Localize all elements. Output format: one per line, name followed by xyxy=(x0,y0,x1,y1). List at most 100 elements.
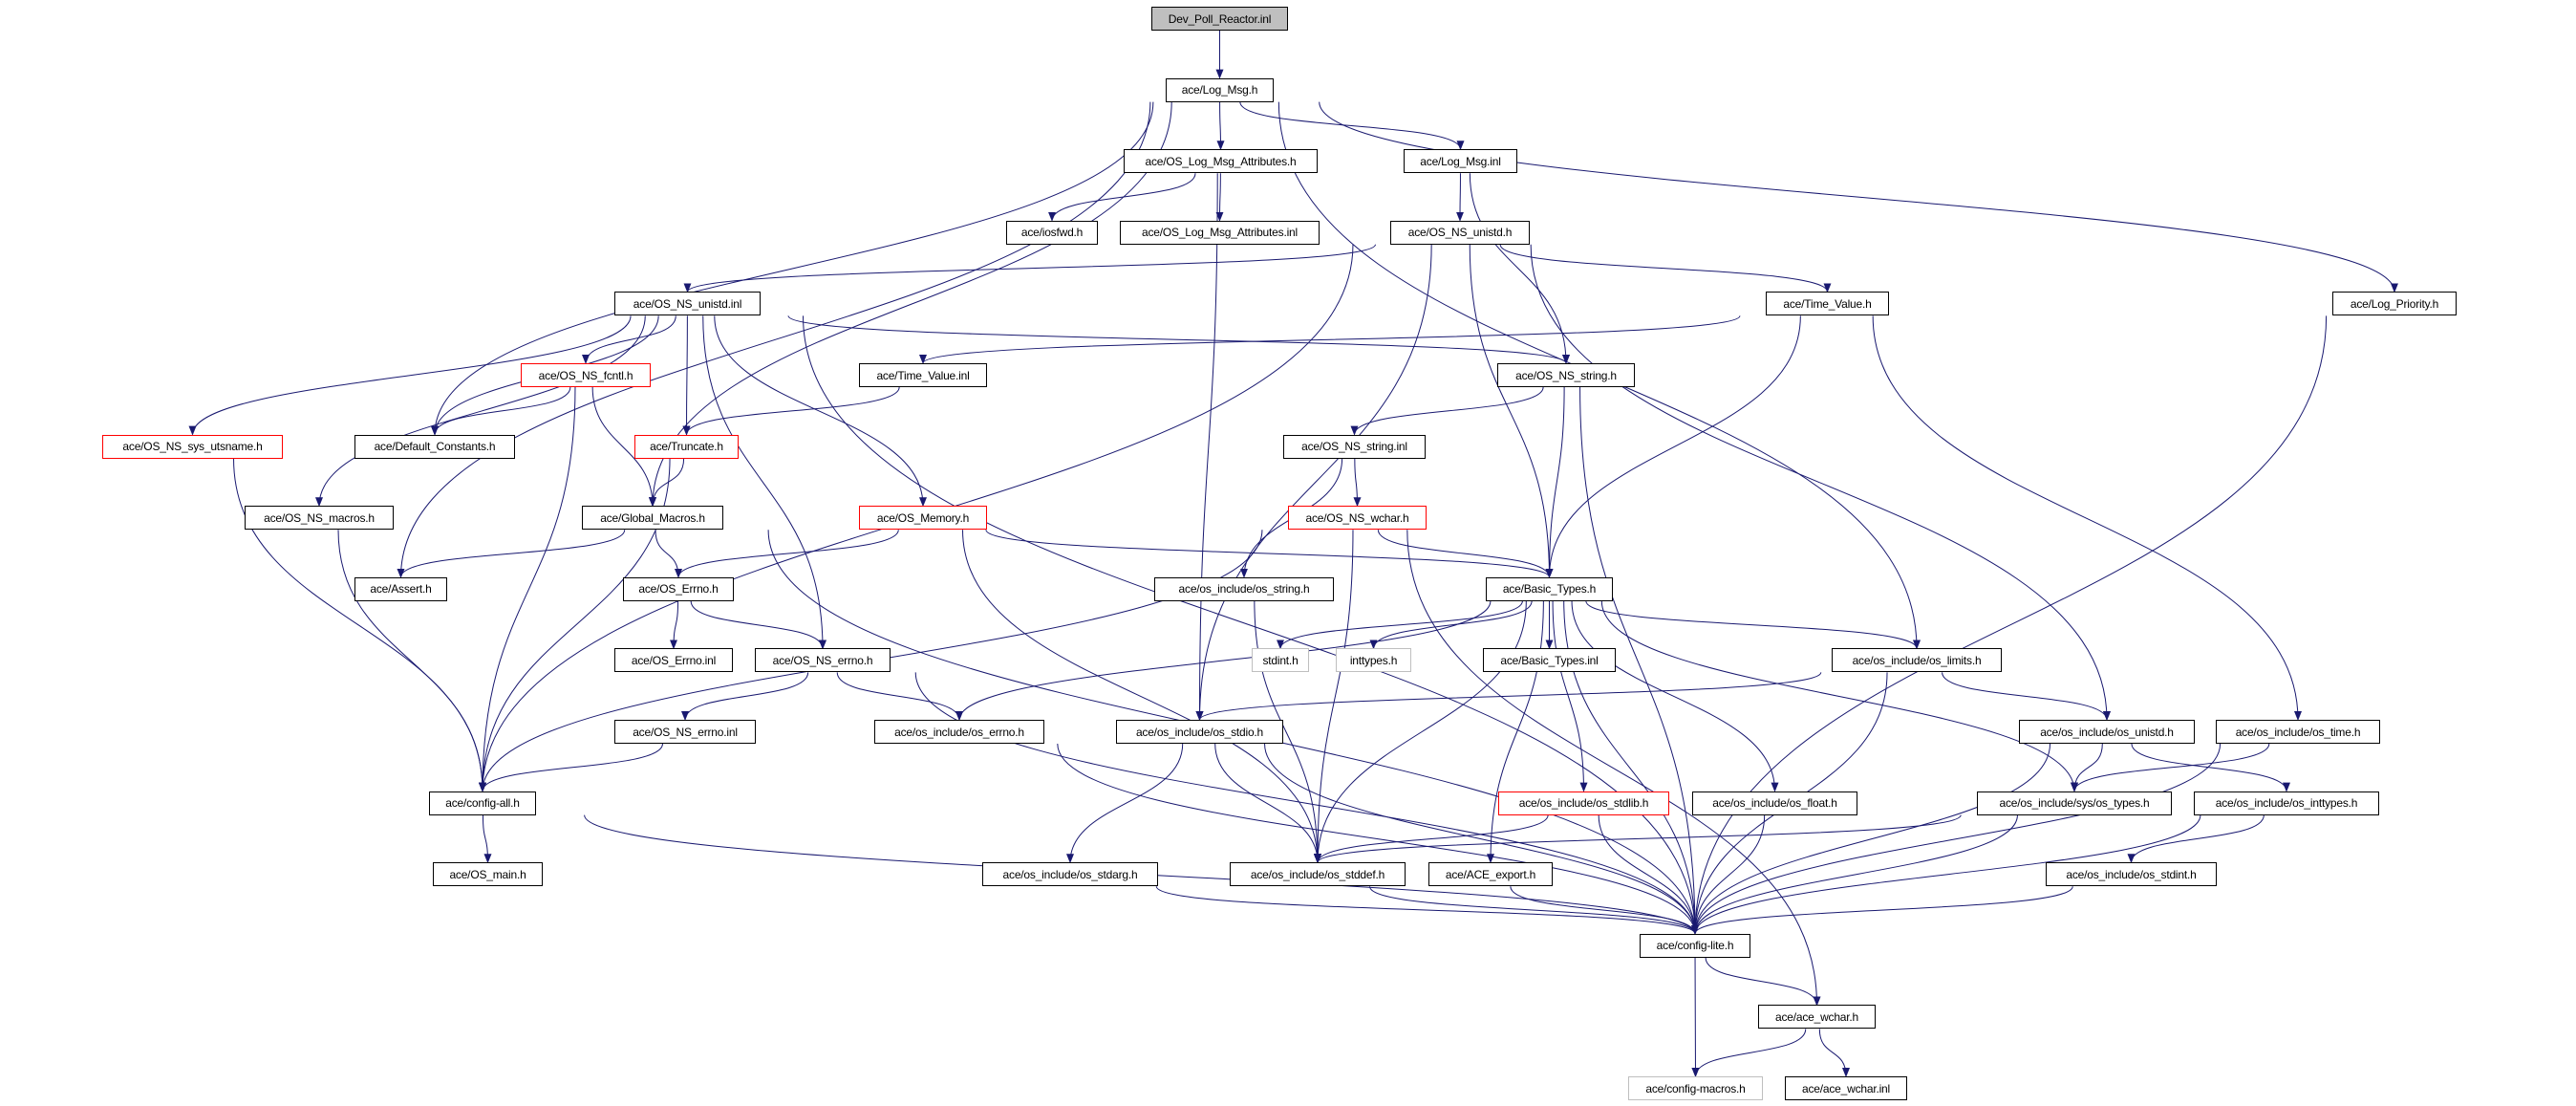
edge-ace-os-include-os-unistd-h-to-ace-os-include-os-inttypes-h xyxy=(2131,743,2290,792)
edge-ace-time-value-h-to-ace-time-value-inl xyxy=(919,314,1741,364)
edge-ace-os-ns-errno-inl-to-ace-config-all-h xyxy=(479,743,663,792)
edge-ace-log-msg-h-to-ace-log-priority-h xyxy=(1319,101,2398,293)
node-dev-poll-reactor-inl[interactable]: Dev_Poll_Reactor.inl xyxy=(1151,7,1288,31)
edge-ace-os-ns-string-inl-to-ace-os-ns-wchar-h xyxy=(1353,458,1362,508)
edge-ace-os-include-os-stdio-h-to-ace-os-include-os-stdarg-h xyxy=(1066,743,1184,864)
edge-ace-os-include-os-time-h-to-ace-os-include-sys-os-types-h xyxy=(2071,743,2270,792)
node-ace-log-priority-h[interactable]: ace/Log_Priority.h xyxy=(2332,292,2457,316)
node-ace-os-ns-wchar-h[interactable]: ace/OS_NS_wchar.h xyxy=(1288,506,1427,531)
node-stdint-h[interactable]: stdint.h xyxy=(1252,648,1309,673)
node-ace-os-ns-sys-utsname-h[interactable]: ace/OS_NS_sys_utsname.h xyxy=(102,434,283,459)
edge-ace-os-ns-wchar-h-to-ace-os-include-os-stddef-h xyxy=(1314,530,1354,864)
edge-ace-basic-types-h-to-ace-os-include-os-stddef-h xyxy=(1314,600,1527,864)
node-ace-os-memory-h[interactable]: ace/OS_Memory.h xyxy=(859,506,987,531)
edge-ace-log-msg-h-to-ace-assert-h xyxy=(397,101,1151,578)
node-ace-basic-types-inl[interactable]: ace/Basic_Types.inl xyxy=(1483,648,1616,673)
edge-ace-os-include-sys-os-types-h-to-ace-os-include-os-stddef-h xyxy=(1314,814,1962,864)
node-ace-os-errno-h[interactable]: ace/OS_Errno.h xyxy=(623,576,734,601)
edge-ace-time-value-inl-to-ace-truncate-h xyxy=(682,386,900,436)
node-ace-os-include-sys-os-types-h[interactable]: ace/os_include/sys/os_types.h xyxy=(1977,791,2172,815)
edge-ace-basic-types-h-to-ace-os-include-os-errno-h xyxy=(955,600,1492,721)
edge-ace-os-errno-h-to-ace-os-errno-inl xyxy=(670,600,679,650)
edge-ace-os-ns-unistd-h-to-ace-os-include-os-stdio-h xyxy=(1195,244,1432,721)
node-ace-config-all-h[interactable]: ace/config-all.h xyxy=(429,791,536,815)
edge-ace-os-ns-string-h-to-ace-os-ns-string-inl xyxy=(1350,386,1544,436)
edge-ace-os-include-os-stdint-h-to-ace-config-lite-h xyxy=(1691,886,2073,935)
edge-ace-os-ns-wchar-h-to-ace-basic-types-h xyxy=(1377,530,1554,578)
node-ace-os-ns-unistd-h[interactable]: ace/OS_NS_unistd.h xyxy=(1390,220,1530,245)
node-ace-iosfwd-h[interactable]: ace/iosfwd.h xyxy=(1006,220,1098,245)
node-ace-basic-types-h[interactable]: ace/Basic_Types.h xyxy=(1486,576,1613,601)
node-ace-os-ns-unistd-inl[interactable]: ace/OS_NS_unistd.inl xyxy=(614,292,761,316)
node-ace-config-lite-h[interactable]: ace/config-lite.h xyxy=(1640,933,1750,958)
edge-ace-os-include-os-stddef-h-to-ace-config-lite-h xyxy=(1369,886,1699,935)
edge-ace-os-include-os-errno-h-to-ace-config-lite-h xyxy=(1057,743,1699,935)
node-ace-ace-wchar-h[interactable]: ace/ace_wchar.h xyxy=(1758,1005,1876,1030)
node-ace-os-main-h[interactable]: ace/OS_main.h xyxy=(433,862,543,887)
node-ace-os-ns-macros-h[interactable]: ace/OS_NS_macros.h xyxy=(245,506,394,531)
node-ace-os-include-os-stdarg-h[interactable]: ace/os_include/os_stdarg.h xyxy=(982,862,1158,887)
node-ace-os-include-os-stddef-h[interactable]: ace/os_include/os_stddef.h xyxy=(1230,862,1406,887)
node-ace-global-macros-h[interactable]: ace/Global_Macros.h xyxy=(582,506,723,531)
edge-ace-os-include-os-float-h-to-ace-config-lite-h xyxy=(1691,814,1766,935)
edge-ace-os-include-os-stdarg-h-to-ace-config-lite-h xyxy=(1155,885,1699,935)
edge-ace-config-lite-h-to-ace-ace-wchar-h xyxy=(1705,957,1821,1007)
edge-ace-os-errno-h-to-ace-os-ns-errno-h xyxy=(690,600,826,650)
node-ace-os-include-os-errno-h[interactable]: ace/os_include/os_errno.h xyxy=(874,720,1044,744)
edge-ace-os-ns-errno-h-to-ace-os-include-os-errno-h xyxy=(836,672,963,721)
node-ace-os-ns-string-h[interactable]: ace/OS_NS_string.h xyxy=(1497,363,1635,387)
node-inttypes-h[interactable]: inttypes.h xyxy=(1336,648,1411,673)
edge-ace-os-ns-macros-h-to-ace-config-all-h xyxy=(337,530,486,792)
edge-ace-os-include-os-stdio-h-to-ace-os-include-os-stddef-h xyxy=(1214,743,1321,864)
node-ace-os-include-os-stdio-h[interactable]: ace/os_include/os_stdio.h xyxy=(1116,720,1283,744)
node-ace-os-include-os-float-h[interactable]: ace/os_include/os_float.h xyxy=(1692,791,1857,815)
edge-ace-global-macros-h-to-ace-os-errno-h xyxy=(655,530,682,578)
node-ace-os-include-os-stdint-h[interactable]: ace/os_include/os_stdint.h xyxy=(2046,862,2217,887)
node-ace-default-constants-h[interactable]: ace/Default_Constants.h xyxy=(354,434,515,459)
node-ace-os-ns-string-inl[interactable]: ace/OS_NS_string.inl xyxy=(1283,434,1426,459)
node-ace-time-value-h[interactable]: ace/Time_Value.h xyxy=(1766,292,1889,316)
edge-ace-os-ns-string-h-to-ace-basic-types-h xyxy=(1545,386,1565,578)
edge-ace-os-include-os-unistd-h-to-ace-config-lite-h xyxy=(1691,743,2051,935)
edge-ace-basic-types-h-to-stdint-h xyxy=(1277,600,1523,650)
edge-ace-os-ns-unistd-inl-to-ace-os-memory-h xyxy=(714,315,927,508)
edge-ace-os-ns-unistd-inl-to-ace-os-ns-string-h xyxy=(787,314,1570,364)
node-ace-os-log-msg-attributes-inl[interactable]: ace/OS_Log_Msg_Attributes.inl xyxy=(1120,220,1320,245)
edge-ace-log-msg-h-to-ace-log-msg-inl xyxy=(1239,101,1465,151)
edge-ace-ace-wchar-h-to-ace-ace-wchar-inl xyxy=(1818,1029,1850,1077)
node-ace-os-include-os-stdlib-h[interactable]: ace/os_include/os_stdlib.h xyxy=(1498,791,1669,815)
edge-ace-basic-types-h-to-inttypes-h xyxy=(1369,600,1533,650)
node-ace-ace-wchar-inl[interactable]: ace/ace_wchar.inl xyxy=(1785,1076,1907,1100)
node-ace-os-include-os-string-h[interactable]: ace/os_include/os_string.h xyxy=(1154,576,1334,601)
node-ace-os-include-os-unistd-h[interactable]: ace/os_include/os_unistd.h xyxy=(2019,720,2195,744)
edge-ace-os-ns-unistd-inl-to-ace-truncate-h xyxy=(682,315,691,436)
edge-ace-ace-export-h-to-ace-config-lite-h xyxy=(1510,886,1699,935)
node-ace-os-include-os-inttypes-h[interactable]: ace/os_include/os_inttypes.h xyxy=(2194,791,2379,815)
node-ace-os-ns-errno-inl[interactable]: ace/OS_NS_errno.inl xyxy=(614,720,756,744)
node-ace-ace-export-h[interactable]: ace/ACE_export.h xyxy=(1428,862,1553,887)
edge-ace-os-ns-string-h-to-ace-config-lite-h xyxy=(1579,386,1699,935)
node-ace-os-errno-inl[interactable]: ace/OS_Errno.inl xyxy=(614,648,733,673)
node-ace-log-msg-h[interactable]: ace/Log_Msg.h xyxy=(1166,77,1274,102)
edge-ace-os-ns-unistd-h-to-ace-os-include-os-unistd-h xyxy=(1530,244,2111,721)
node-ace-time-value-inl[interactable]: ace/Time_Value.inl xyxy=(859,363,987,387)
node-ace-truncate-h[interactable]: ace/Truncate.h xyxy=(634,434,739,459)
node-ace-assert-h[interactable]: ace/Assert.h xyxy=(354,576,447,601)
edge-ace-os-include-os-inttypes-h-to-ace-config-lite-h xyxy=(1691,814,2201,935)
node-ace-os-ns-errno-h[interactable]: ace/OS_NS_errno.h xyxy=(755,648,891,673)
edge-ace-os-include-os-stdio-h-to-ace-config-lite-h xyxy=(1264,743,1699,935)
edge-ace-os-include-os-time-h-to-ace-config-lite-h xyxy=(1691,743,2222,935)
edge-ace-os-ns-fcntl-h-to-ace-global-macros-h xyxy=(591,386,656,508)
edge-ace-os-ns-unistd-h-to-ace-basic-types-h xyxy=(1469,244,1554,578)
node-ace-os-ns-fcntl-h[interactable]: ace/OS_NS_fcntl.h xyxy=(521,363,651,387)
node-ace-os-log-msg-attributes-h[interactable]: ace/OS_Log_Msg_Attributes.h xyxy=(1124,149,1318,174)
node-ace-os-include-os-time-h[interactable]: ace/os_include/os_time.h xyxy=(2216,720,2380,744)
edge-ace-os-log-msg-attributes-h-to-ace-iosfwd-h xyxy=(1048,173,1196,222)
node-ace-log-msg-inl[interactable]: ace/Log_Msg.inl xyxy=(1404,149,1517,174)
edge-ace-os-include-os-stdlib-h-to-ace-os-include-os-stddef-h xyxy=(1314,814,1549,864)
edge-ace-os-ns-errno-h-to-ace-os-ns-errno-inl xyxy=(681,672,809,721)
node-ace-os-include-os-limits-h[interactable]: ace/os_include/os_limits.h xyxy=(1832,648,2002,673)
node-ace-config-macros-h[interactable]: ace/config-macros.h xyxy=(1628,1076,1763,1100)
